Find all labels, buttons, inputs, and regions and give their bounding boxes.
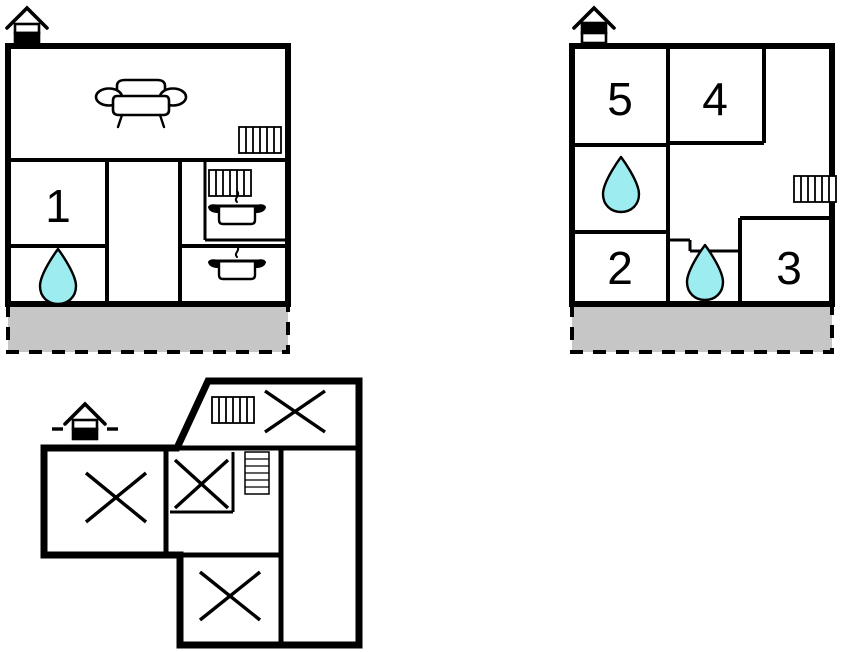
cross-mark-icon bbox=[264, 389, 326, 434]
interior-walls bbox=[8, 158, 288, 304]
radiator-icon bbox=[211, 396, 255, 424]
radiator-icon bbox=[208, 169, 252, 197]
interior-walls bbox=[572, 46, 832, 304]
terrace-area bbox=[570, 304, 834, 354]
room-4-label: 4 bbox=[702, 73, 728, 125]
interior-walls bbox=[163, 445, 359, 645]
room-5-label: 5 bbox=[607, 73, 633, 125]
house-north-indicator bbox=[50, 402, 120, 441]
radiator-icon bbox=[238, 126, 282, 154]
terrace-area bbox=[6, 304, 290, 354]
radiator-icon bbox=[793, 175, 837, 203]
house-north-indicator bbox=[572, 6, 616, 45]
house-north-indicator bbox=[5, 6, 49, 45]
room-3-label: 3 bbox=[776, 242, 802, 294]
cross-mark-icon bbox=[198, 570, 262, 622]
stairs-icon bbox=[244, 451, 270, 495]
room-1-label: 1 bbox=[45, 180, 71, 232]
plan-upper-floor: 5 4 2 3 bbox=[569, 6, 837, 354]
plan-ground-floor: 1 bbox=[5, 6, 291, 354]
cross-mark-icon bbox=[173, 458, 230, 510]
plan-attic-floor bbox=[40, 377, 363, 649]
room-2-label: 2 bbox=[607, 242, 633, 294]
cross-mark-icon bbox=[84, 471, 148, 524]
